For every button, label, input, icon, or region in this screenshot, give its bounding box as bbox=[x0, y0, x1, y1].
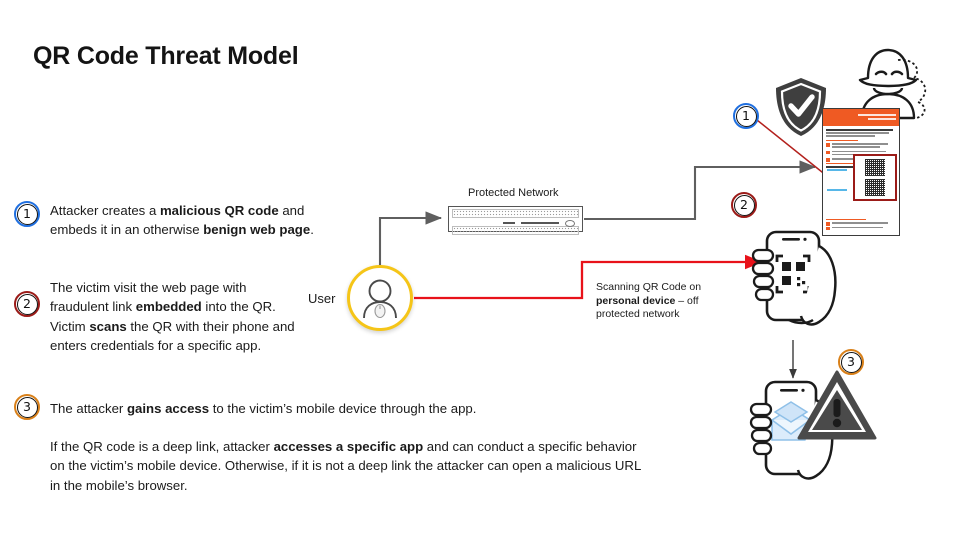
closing-paragraph: If the QR code is a deep link, attacker … bbox=[50, 439, 641, 493]
person-icon bbox=[363, 279, 397, 319]
wire-user-to-phone-scan bbox=[414, 254, 764, 300]
diagram-marker-3-label: 3 bbox=[840, 351, 862, 373]
user-node[interactable] bbox=[347, 265, 413, 331]
shield-check-icon bbox=[776, 78, 826, 136]
step-marker-3: 3 bbox=[14, 394, 40, 420]
step-marker-2: 2 bbox=[14, 291, 40, 317]
wire-network-to-webpage bbox=[584, 160, 817, 221]
step-text-3: The attacker gains access to the victim’… bbox=[50, 401, 477, 416]
page-header-band bbox=[823, 109, 899, 126]
diagram-marker-2-label: 2 bbox=[733, 194, 755, 216]
hand-holding-phone-mail-icon bbox=[749, 380, 834, 480]
step-marker-2-label: 2 bbox=[16, 293, 38, 315]
step-marker-3-label: 3 bbox=[16, 396, 38, 418]
firewall-appliance-icon bbox=[448, 206, 583, 235]
step-marker-1: 1 bbox=[14, 201, 40, 227]
diagram-marker-1-label: 1 bbox=[735, 105, 757, 127]
page-title: QR Code Threat Model bbox=[33, 42, 299, 70]
qr-code-icon bbox=[865, 179, 885, 196]
qr-code-highlight-box bbox=[853, 154, 897, 201]
step-text-2: The victim visit the web page with fraud… bbox=[50, 280, 295, 354]
scan-note: Scanning QR Code on personal device – of… bbox=[596, 281, 726, 322]
step-marker-1-label: 1 bbox=[16, 203, 38, 225]
diagram-marker-3: 3 bbox=[838, 349, 864, 375]
hacker-silhouette-icon bbox=[858, 48, 927, 120]
step-text-1: Attacker creates a malicious QR code and… bbox=[50, 203, 314, 238]
wire-user-to-network bbox=[378, 211, 443, 268]
diagram-marker-2: 2 bbox=[731, 192, 757, 218]
network-label: Protected Network bbox=[468, 187, 559, 199]
scan-note-text: Scanning QR Code on personal device – of… bbox=[596, 281, 702, 321]
web-page-mockup bbox=[822, 108, 900, 236]
diagram-marker-1: 1 bbox=[733, 103, 759, 129]
hand-holding-phone-scanning-icon bbox=[751, 230, 837, 326]
qr-code-icon bbox=[865, 159, 885, 176]
user-label: User bbox=[308, 291, 336, 306]
warning-triangle-icon bbox=[797, 370, 877, 440]
